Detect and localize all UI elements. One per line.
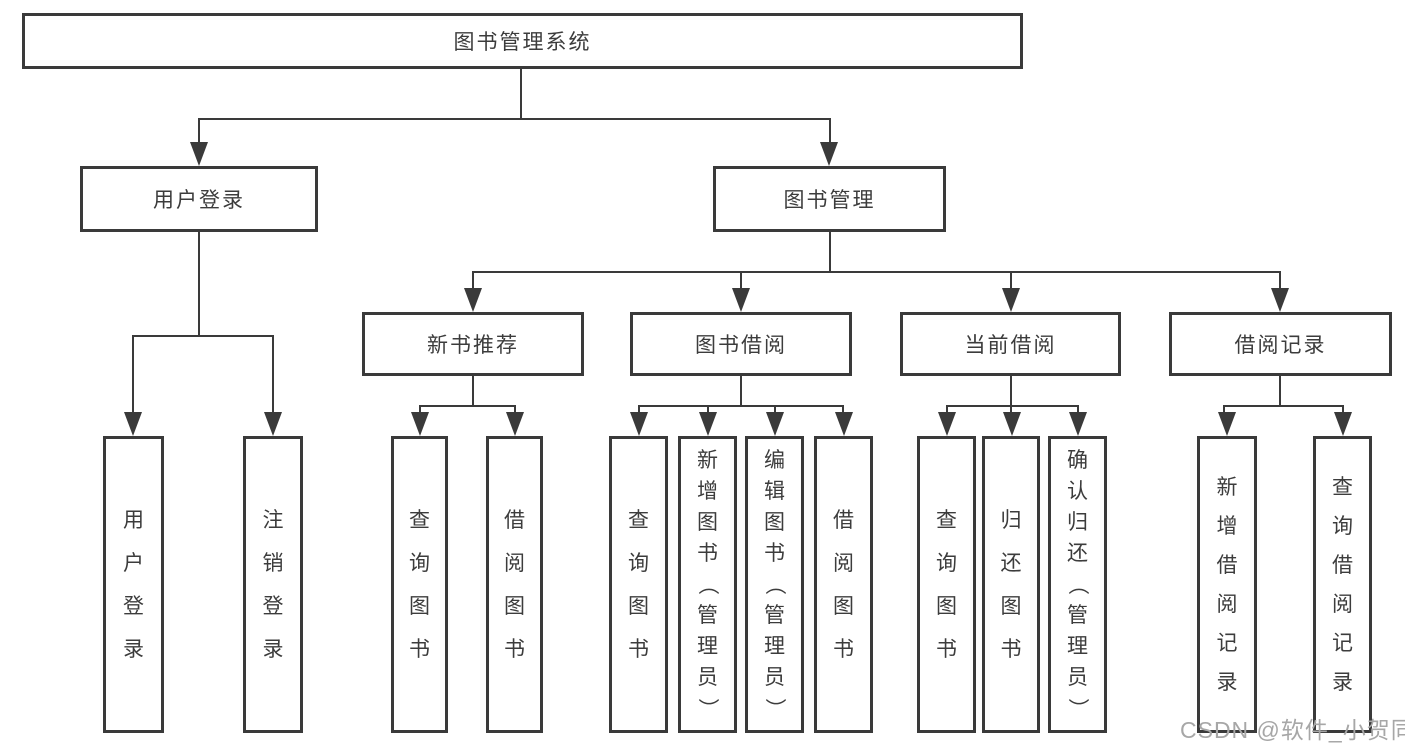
connector-group-stem	[1279, 374, 1281, 406]
arrow-down-icon	[732, 288, 750, 312]
connector-group-stem	[472, 374, 474, 406]
connector-level3-drop	[472, 271, 474, 293]
connector-leaf-drop	[1010, 405, 1012, 414]
connector-leaf-drop	[272, 335, 274, 415]
arrow-down-icon	[190, 142, 208, 166]
arrow-down-icon	[1334, 412, 1352, 436]
leaf-records-query-borrow-record: 查询借阅记录	[1313, 436, 1372, 733]
leaf-current-confirm-return-admin: 确认归还（管理员）	[1048, 436, 1107, 733]
connector-leaf-drop	[707, 405, 709, 414]
connector-user-login-rail	[132, 335, 273, 337]
connector-group-rail	[419, 405, 515, 407]
connector-user-login-drop	[198, 118, 200, 148]
leaf-logout: 注销登录	[243, 436, 303, 733]
connector-leaf-drop	[774, 405, 776, 414]
leaf-borrow-edit-book-admin: 编辑图书（管理员）	[745, 436, 804, 733]
connector-level3-drop	[1010, 271, 1012, 293]
node-book-management: 图书管理	[713, 166, 946, 232]
leaf-borrow-query-book-label: 查询图书	[628, 508, 649, 661]
connector-group-rail	[638, 405, 844, 407]
leaf-borrow-add-book-admin-label: 新增图书（管理员）	[696, 449, 719, 719]
leaf-records-add-borrow-record: 新增借阅记录	[1197, 436, 1257, 733]
arrow-down-icon	[264, 412, 282, 436]
leaf-borrow-query-book: 查询图书	[609, 436, 668, 733]
leaf-current-confirm-return-admin-label: 确认归还（管理员）	[1066, 449, 1089, 719]
connector-leaf-drop	[1223, 405, 1225, 414]
arrow-down-icon	[1271, 288, 1289, 312]
leaf-current-return-book: 归还图书	[982, 436, 1040, 733]
arrow-down-icon	[411, 412, 429, 436]
leaf-recommend-borrow-book-label: 借阅图书	[504, 508, 525, 661]
leaf-borrow-edit-book-admin-label: 编辑图书（管理员）	[763, 449, 786, 719]
connector-level3-rail	[473, 271, 1281, 273]
connector-level2-rail	[198, 118, 831, 120]
leaf-borrow-borrow-book: 借阅图书	[814, 436, 873, 733]
connector-group-stem	[1010, 374, 1012, 406]
connector-leaf-drop	[132, 335, 134, 415]
arrow-down-icon	[766, 412, 784, 436]
arrow-down-icon	[938, 412, 956, 436]
arrow-down-icon	[506, 412, 524, 436]
watermark-text: CSDN @软件_小贺同学	[1180, 717, 1405, 743]
arrow-down-icon	[124, 412, 142, 436]
arrow-down-icon	[835, 412, 853, 436]
connector-root-stem	[520, 69, 522, 119]
arrow-down-icon	[699, 412, 717, 436]
node-new-book-recommend: 新书推荐	[362, 312, 584, 376]
connector-leaf-drop	[419, 405, 421, 414]
arrow-down-icon	[1069, 412, 1087, 436]
connector-book-mgmt-drop	[829, 118, 831, 148]
leaf-records-query-borrow-record-label: 查询借阅记录	[1332, 475, 1353, 694]
leaf-user-login-label: 用户登录	[123, 508, 144, 661]
connector-book-mgmt-stem	[829, 230, 831, 272]
leaf-current-return-book-label: 归还图书	[1000, 508, 1022, 661]
leaf-borrow-add-book-admin: 新增图书（管理员）	[678, 436, 737, 733]
node-book-borrow: 图书借阅	[630, 312, 852, 376]
connector-leaf-drop	[1077, 405, 1079, 414]
connector-leaf-drop	[638, 405, 640, 414]
leaf-current-query-book-label: 查询图书	[936, 508, 957, 661]
node-user-login: 用户登录	[80, 166, 318, 232]
node-borrow-records: 借阅记录	[1169, 312, 1392, 376]
connector-leaf-drop	[946, 405, 948, 414]
arrow-down-icon	[820, 142, 838, 166]
connector-group-rail	[946, 405, 1078, 407]
node-root: 图书管理系统	[22, 13, 1023, 69]
leaf-current-query-book: 查询图书	[917, 436, 976, 733]
arrow-down-icon	[1003, 412, 1021, 436]
connector-user-login-stem	[198, 230, 200, 336]
arrow-down-icon	[630, 412, 648, 436]
leaf-borrow-borrow-book-label: 借阅图书	[833, 508, 854, 661]
connector-leaf-drop	[1342, 405, 1344, 414]
leaf-recommend-query-book-label: 查询图书	[409, 508, 430, 661]
connector-leaf-drop	[842, 405, 844, 414]
connector-group-stem	[740, 374, 742, 406]
connector-group-rail	[1223, 405, 1342, 407]
arrow-down-icon	[1002, 288, 1020, 312]
leaf-records-add-borrow-record-label: 新增借阅记录	[1216, 475, 1238, 694]
leaf-logout-label: 注销登录	[262, 508, 284, 661]
arrow-down-icon	[1218, 412, 1236, 436]
leaf-recommend-borrow-book: 借阅图书	[486, 436, 543, 733]
connector-level3-drop	[1279, 271, 1281, 293]
connector-leaf-drop	[514, 405, 516, 414]
leaf-user-login: 用户登录	[103, 436, 164, 733]
node-current-borrow: 当前借阅	[900, 312, 1121, 376]
connector-level3-drop	[740, 271, 742, 293]
leaf-recommend-query-book: 查询图书	[391, 436, 448, 733]
arrow-down-icon	[464, 288, 482, 312]
